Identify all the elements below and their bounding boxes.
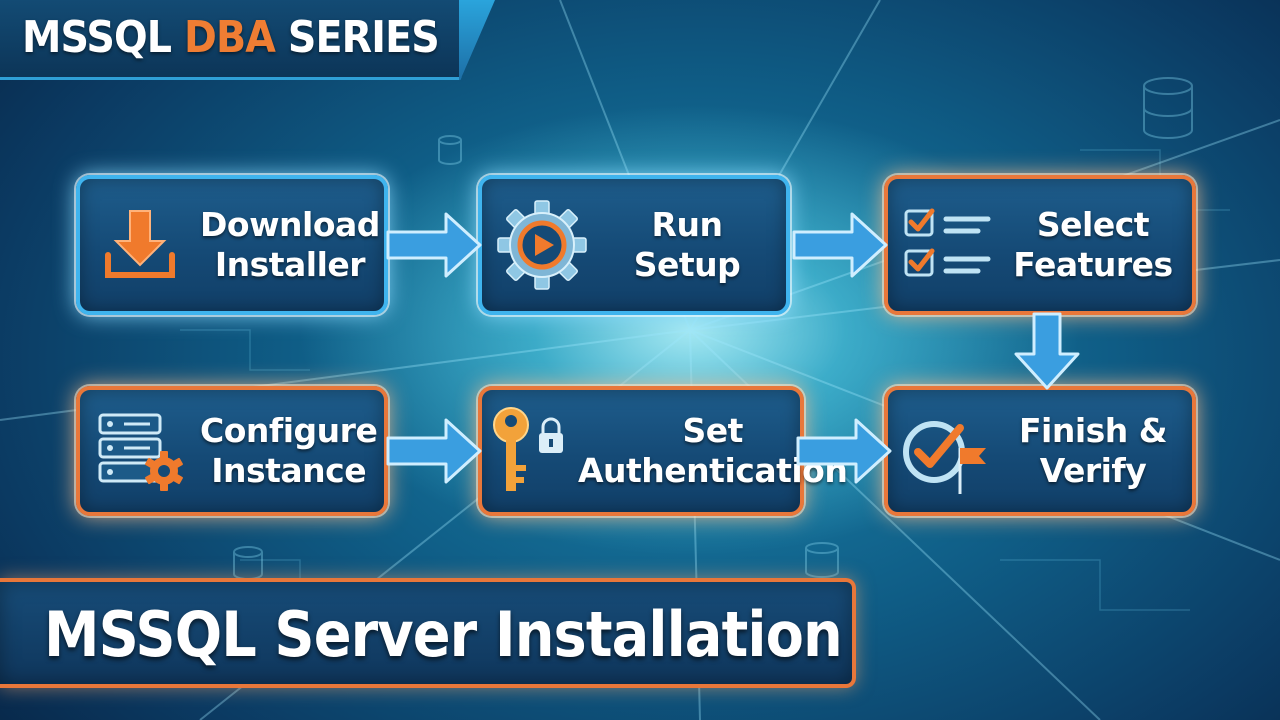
step-set-authentication: Set Authentication (478, 386, 848, 516)
step-label: Download Installer (200, 205, 394, 285)
series-title: MSSQL DBA SERIES (22, 12, 440, 63)
arrow-right-2 (792, 212, 888, 278)
step-line1: Finish & (1018, 411, 1168, 450)
server-gear-icon (80, 390, 200, 512)
step-run-setup: Run Setup (478, 175, 790, 315)
step-line2: Installer (214, 245, 366, 284)
step-configure-instance: Configure Instance (76, 386, 388, 516)
step-download-installer: Download Installer (76, 175, 388, 315)
series-suffix: SERIES (287, 12, 440, 63)
step-line2: Instance (211, 451, 367, 490)
step-label: Run Setup (602, 205, 786, 285)
series-prefix: MSSQL (22, 12, 172, 63)
step-line2: Setup (633, 245, 741, 284)
step-line2: Features (1013, 245, 1173, 284)
arrow-right-1 (386, 212, 482, 278)
step-finish-verify: Finish & Verify (884, 386, 1196, 516)
step-line1: Select (1036, 205, 1150, 244)
step-line1: Download (200, 205, 380, 244)
step-label: Select Features (1008, 205, 1192, 285)
step-line2: Verify (1039, 451, 1147, 490)
step-line1: Set (682, 411, 743, 450)
arrow-right-3 (386, 418, 482, 484)
step-label: Finish & Verify (1008, 411, 1192, 491)
arrow-right-4 (796, 418, 892, 484)
series-highlight: DBA (183, 12, 276, 63)
step-label: Configure Instance (200, 411, 391, 491)
check-flag-icon (888, 390, 1008, 512)
download-icon (80, 179, 200, 311)
arrow-down (1014, 312, 1080, 390)
main-title: MSSQL Server Installation (44, 598, 843, 671)
step-line1: Run (651, 205, 723, 244)
gear-play-icon (482, 179, 602, 311)
step-line1: Configure (200, 411, 378, 450)
step-select-features: Select Features (884, 175, 1196, 315)
series-banner: MSSQL DBA SERIES (0, 0, 495, 80)
key-lock-icon (482, 390, 578, 512)
main-title-banner: MSSQL Server Installation (0, 578, 856, 688)
checklist-icon (888, 179, 1008, 311)
